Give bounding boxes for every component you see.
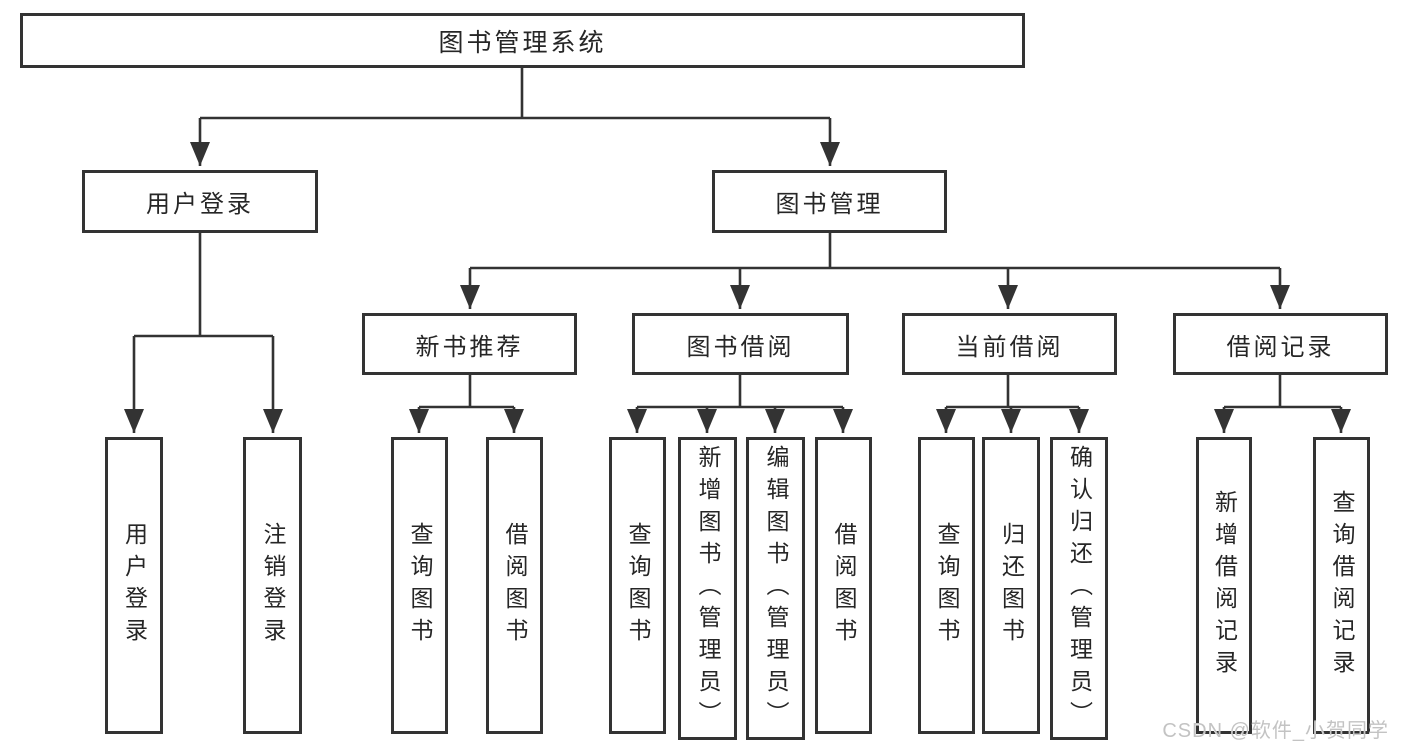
leaf-add-book-admin: 新增图书（管理员） (678, 437, 737, 740)
leaf-return-book: 归还图书 (982, 437, 1040, 734)
leaf-query-books-recommend: 查询图书 (391, 437, 448, 734)
node-root: 图书管理系统 (20, 13, 1025, 68)
leaf-add-borrow-record-label: 新增借阅记录 (1211, 489, 1238, 682)
leaf-user-login-label: 用户登录 (121, 521, 148, 650)
watermark: CSDN @软件_小贺同学 (1162, 720, 1389, 742)
node-current-borrow-label: 当前借阅 (955, 333, 1064, 361)
leaf-query-borrow-record-label: 查询借阅记录 (1329, 489, 1355, 682)
leaf-edit-book-admin: 编辑图书（管理员） (746, 437, 805, 740)
node-book-management: 图书管理 (712, 170, 947, 233)
leaf-confirm-return-admin: 确认归还（管理员） (1050, 437, 1108, 740)
node-borrow-records-label: 借阅记录 (1226, 333, 1335, 361)
leaf-user-login: 用户登录 (105, 437, 163, 734)
node-book-borrow-label: 图书借阅 (686, 333, 795, 361)
node-borrow-records: 借阅记录 (1173, 313, 1388, 375)
node-new-book-recommend-label: 新书推荐 (415, 333, 524, 361)
leaf-borrow-books-borrow-label: 借阅图书 (831, 521, 857, 650)
node-book-borrow: 图书借阅 (632, 313, 849, 375)
leaf-query-books-borrow-label: 查询图书 (625, 521, 651, 650)
node-user-login-label: 用户登录 (146, 191, 254, 218)
leaf-confirm-return-admin-label: 确认归还（管理员） (1066, 444, 1093, 733)
leaf-query-borrow-record: 查询借阅记录 (1313, 437, 1370, 734)
arrow-down-icons (124, 118, 1351, 433)
node-user-login: 用户登录 (82, 170, 318, 233)
leaf-logout: 注销登录 (243, 437, 302, 734)
node-book-management-label: 图书管理 (775, 191, 884, 218)
leaf-add-book-admin-label: 新增图书（管理员） (695, 444, 721, 733)
leaf-query-books-recommend-label: 查询图书 (407, 521, 433, 650)
leaf-add-borrow-record: 新增借阅记录 (1196, 437, 1252, 734)
connector-trunks (134, 68, 1341, 409)
leaf-logout-label: 注销登录 (260, 521, 286, 650)
leaf-query-books-borrow: 查询图书 (609, 437, 666, 734)
leaf-borrow-books-recommend: 借阅图书 (486, 437, 543, 734)
node-current-borrow: 当前借阅 (902, 313, 1117, 375)
leaf-borrow-books-recommend-label: 借阅图书 (502, 521, 528, 650)
leaf-edit-book-admin-label: 编辑图书（管理员） (763, 444, 789, 733)
leaf-query-books-current-label: 查询图书 (934, 521, 960, 650)
leaf-query-books-current: 查询图书 (918, 437, 975, 734)
leaf-return-book-label: 归还图书 (998, 521, 1025, 650)
node-root-label: 图书管理系统 (438, 28, 607, 57)
leaf-borrow-books-borrow: 借阅图书 (815, 437, 872, 734)
node-new-book-recommend: 新书推荐 (362, 313, 577, 375)
